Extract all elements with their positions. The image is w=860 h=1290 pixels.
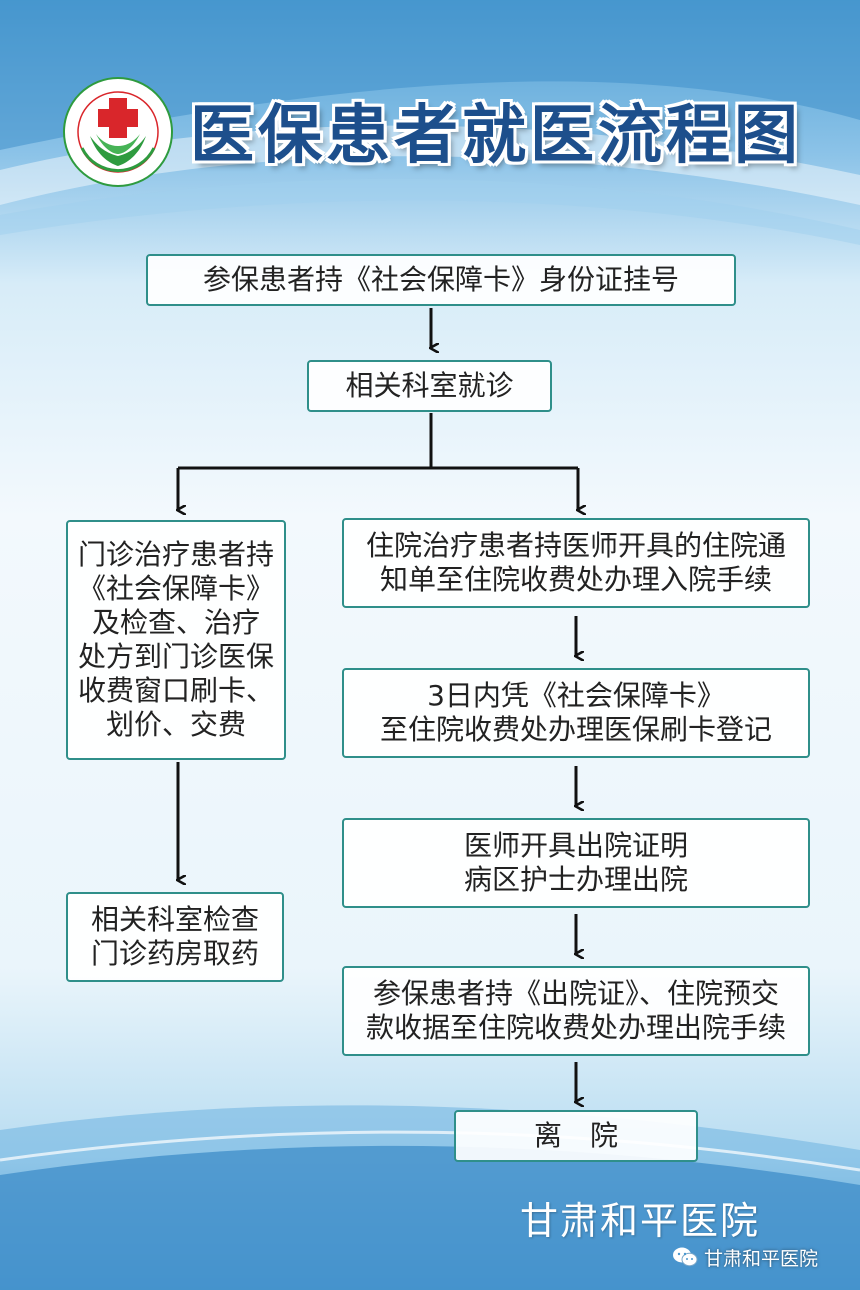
department-visit-step: 相关科室就诊	[307, 360, 552, 412]
watermark: 甘肃和平医院	[672, 1242, 852, 1272]
leave-hospital-text: 离 院	[533, 1119, 618, 1152]
inpatient-line-1: 住院治疗患者持医师开具的住院通	[365, 529, 786, 562]
outpatient-line-4: 处方到门诊医保	[77, 640, 274, 673]
leave-hospital-step: 离 院	[454, 1110, 698, 1162]
inpatient-admission-step: 住院治疗患者持医师开具的住院通 知单至住院收费处办理入院手续	[342, 518, 810, 608]
outpatient-exam-line-2: 门诊药房取药	[90, 937, 259, 970]
footer-hospital-name: 甘肃和平医院	[520, 1199, 761, 1243]
outpatient-exam-line-1: 相关科室检查	[90, 903, 259, 936]
discharge-certificate-step: 医师开具出院证明 病区护士办理出院	[342, 818, 810, 908]
inpatient-line-2: 知单至住院收费处办理入院手续	[379, 563, 772, 596]
watermark-text: 甘肃和平医院	[704, 1247, 819, 1270]
card-registration-line-1: 3日内凭《社会保障卡》	[427, 679, 725, 712]
discharge-settlement-line-1: 参保患者持《出院证》、住院预交	[372, 977, 779, 1010]
outpatient-line-5: 收费窗口刷卡、	[77, 674, 274, 707]
hospital-logo-icon	[63, 77, 173, 187]
register-step-text: 参保患者持《社会保障卡》身份证挂号	[202, 263, 679, 296]
outpatient-line-2: 《社会保障卡》	[77, 572, 274, 605]
discharge-certificate-line-1: 医师开具出院证明	[463, 829, 688, 862]
page-title: 医保患者就医流程图	[190, 99, 802, 173]
outpatient-exam-step: 相关科室检查 门诊药房取药	[66, 892, 284, 982]
discharge-certificate-line-2: 病区护士办理出院	[463, 863, 688, 896]
outpatient-line-1: 门诊治疗患者持	[77, 538, 274, 571]
card-registration-step: 3日内凭《社会保障卡》 至住院收费处办理医保刷卡登记	[342, 668, 810, 758]
outpatient-step: 门诊治疗患者持 《社会保障卡》 及检查、治疗 处方到门诊医保 收费窗口刷卡、 划…	[66, 520, 286, 760]
wechat-icon	[673, 1247, 698, 1267]
discharge-settlement-line-2: 款收据至住院收费处办理出院手续	[365, 1011, 786, 1044]
card-registration-line-2: 至住院收费处办理医保刷卡登记	[379, 713, 772, 746]
department-visit-text: 相关科室就诊	[345, 369, 514, 402]
discharge-settlement-step: 参保患者持《出院证》、住院预交 款收据至住院收费处办理出院手续	[342, 966, 810, 1056]
register-step: 参保患者持《社会保障卡》身份证挂号	[146, 254, 736, 306]
outpatient-line-3: 及检查、治疗	[91, 606, 260, 639]
outpatient-line-6: 划价、交费	[105, 708, 246, 741]
header: 医保患者就医流程图	[0, 0, 860, 230]
